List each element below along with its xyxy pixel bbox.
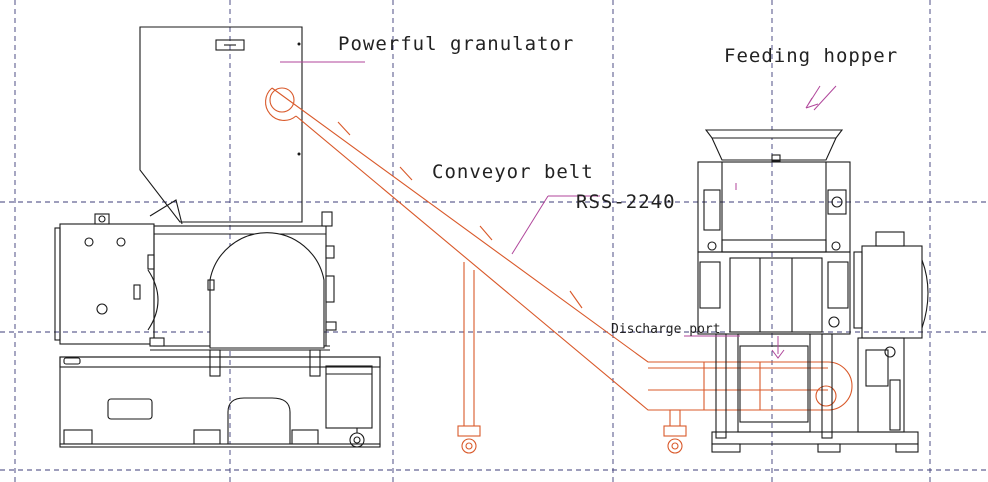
shredder [697,129,929,453]
label-feeding-hopper: Feeding hopper [724,45,898,67]
conveyor-belt [265,87,853,454]
granulator [54,26,381,448]
leader-lines [280,61,837,359]
label-discharge-port: Discharge port [611,322,721,337]
label-conveyor-belt: Conveyor belt [432,161,594,183]
label-granulator: Powerful granulator [338,33,574,55]
label-model-number: RSS-2240 [576,191,676,213]
